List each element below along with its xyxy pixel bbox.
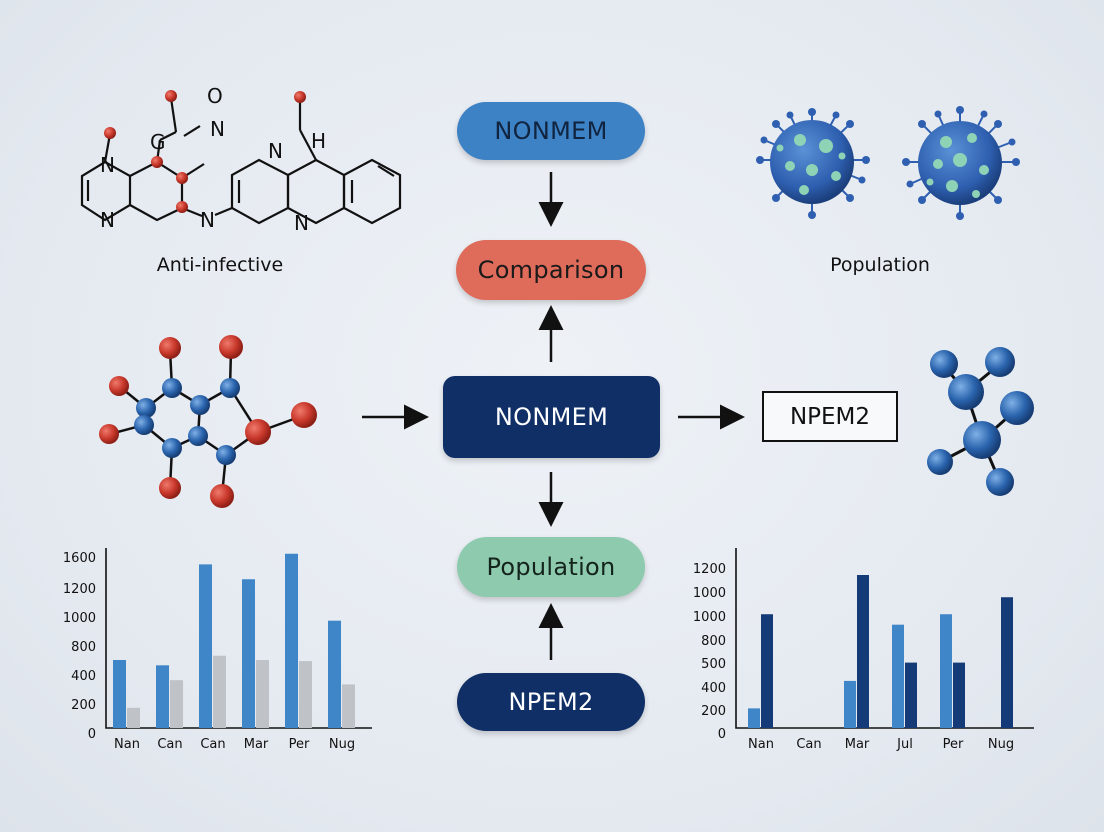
bar-series-1 xyxy=(844,680,856,728)
x-tick-label: Nan xyxy=(748,737,774,752)
y-tick-label: 800 xyxy=(701,634,726,649)
y-tick-label: 1200 xyxy=(693,562,726,577)
bar-series-2 xyxy=(905,662,917,728)
y-tick-label: 1000 xyxy=(63,611,96,626)
npem2-right-label: NPEM2 xyxy=(789,403,871,430)
chart-axes xyxy=(735,548,1034,729)
bar-series-2 xyxy=(1001,597,1013,728)
population-label: Population xyxy=(830,254,930,276)
x-tick-label: Can xyxy=(796,737,821,752)
bar-series-1 xyxy=(199,564,212,728)
atom-label-n-left-bottom: N xyxy=(100,208,115,232)
bar-series-2 xyxy=(299,661,312,728)
bar-series-1 xyxy=(285,553,298,728)
atom-label-n-oxide: N xyxy=(210,117,225,141)
y-tick-label: 1600 xyxy=(63,551,96,566)
ball-and-stick-molecule-left xyxy=(99,335,317,508)
x-tick-label: Nan xyxy=(114,737,140,752)
x-tick-label: Per xyxy=(289,737,310,752)
nonmem-main-label: NONMEM xyxy=(494,403,609,431)
nonmem-top-label: NONMEM xyxy=(494,117,608,145)
bar-series-1 xyxy=(748,708,760,728)
comparison-box[interactable]: Comparison xyxy=(456,240,646,300)
npem2-bottom-box[interactable]: NPEM2 xyxy=(457,673,645,731)
population-box-label: Population xyxy=(486,553,616,581)
x-tick-label: Mar xyxy=(845,737,870,752)
virus-icon-right xyxy=(902,106,1020,220)
x-tick-label: Nug xyxy=(329,737,355,752)
atom-label-g: G xyxy=(150,130,166,154)
atom-label-n-acridine: N xyxy=(294,211,309,235)
anti-infective-structure xyxy=(80,97,402,225)
x-tick-label: Per xyxy=(943,737,964,752)
y-tick-label: 1000 xyxy=(693,610,726,625)
population-box[interactable]: Population xyxy=(457,537,645,597)
bar-series-1 xyxy=(113,660,126,728)
nonmem-main-box[interactable]: NONMEM xyxy=(443,376,660,458)
bar-series-2 xyxy=(342,684,355,728)
y-tick-label: 0 xyxy=(718,727,726,742)
bar-series-2 xyxy=(857,575,869,728)
virus-icon-left xyxy=(756,108,870,219)
y-tick-label: 400 xyxy=(71,669,96,684)
x-tick-label: Jul xyxy=(896,737,913,752)
y-tick-label: 500 xyxy=(701,657,726,672)
bar-series-2 xyxy=(953,662,965,728)
x-tick-label: Can xyxy=(200,737,225,752)
x-tick-label: Mar xyxy=(244,737,269,752)
bar-series-1 xyxy=(940,614,952,728)
bar-series-2 xyxy=(256,660,269,728)
bar-series-2 xyxy=(127,707,140,728)
npem2-bottom-label: NPEM2 xyxy=(508,688,594,716)
y-tick-label: 1200 xyxy=(63,582,96,597)
ball-and-stick-molecule-right xyxy=(927,347,1034,496)
bar-series-1 xyxy=(328,620,341,728)
bar-series-1 xyxy=(242,579,255,728)
anti-infective-atom-labels: O N G N N N N H N xyxy=(100,84,326,235)
bar-series-1 xyxy=(156,665,169,728)
atom-label-n-link: N xyxy=(200,208,215,232)
anti-infective-label: Anti-infective xyxy=(156,254,284,276)
bar-series-2 xyxy=(761,614,773,728)
bar-series-2 xyxy=(170,680,183,728)
y-tick-label: 400 xyxy=(701,681,726,696)
atom-label-n-left: N xyxy=(100,153,115,177)
bar-series-1 xyxy=(892,624,904,728)
npem2-right-box[interactable]: NPEM2 xyxy=(762,391,898,442)
y-tick-label: 800 xyxy=(71,640,96,655)
nonmem-top-box[interactable]: NONMEM xyxy=(457,102,645,160)
atom-label-o: O xyxy=(207,84,223,108)
x-tick-label: Can xyxy=(157,737,182,752)
y-tick-label: 200 xyxy=(701,704,726,719)
y-tick-label: 200 xyxy=(71,698,96,713)
atom-label-n-amide: N xyxy=(268,139,283,163)
y-tick-label: 0 xyxy=(88,727,96,742)
comparison-label: Comparison xyxy=(477,256,625,284)
x-tick-label: Nug xyxy=(988,737,1014,752)
bar-series-2 xyxy=(213,655,226,728)
chart-axes xyxy=(105,548,372,729)
y-tick-label: 1000 xyxy=(693,586,726,601)
anti-infective-atoms xyxy=(104,90,306,213)
atom-label-h: H xyxy=(311,129,326,153)
